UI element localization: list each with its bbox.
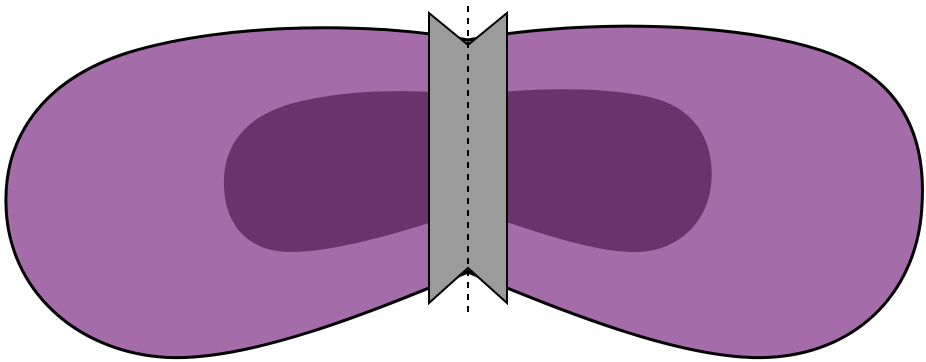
diagram-svg <box>0 0 926 362</box>
diagram-canvas <box>0 0 926 362</box>
